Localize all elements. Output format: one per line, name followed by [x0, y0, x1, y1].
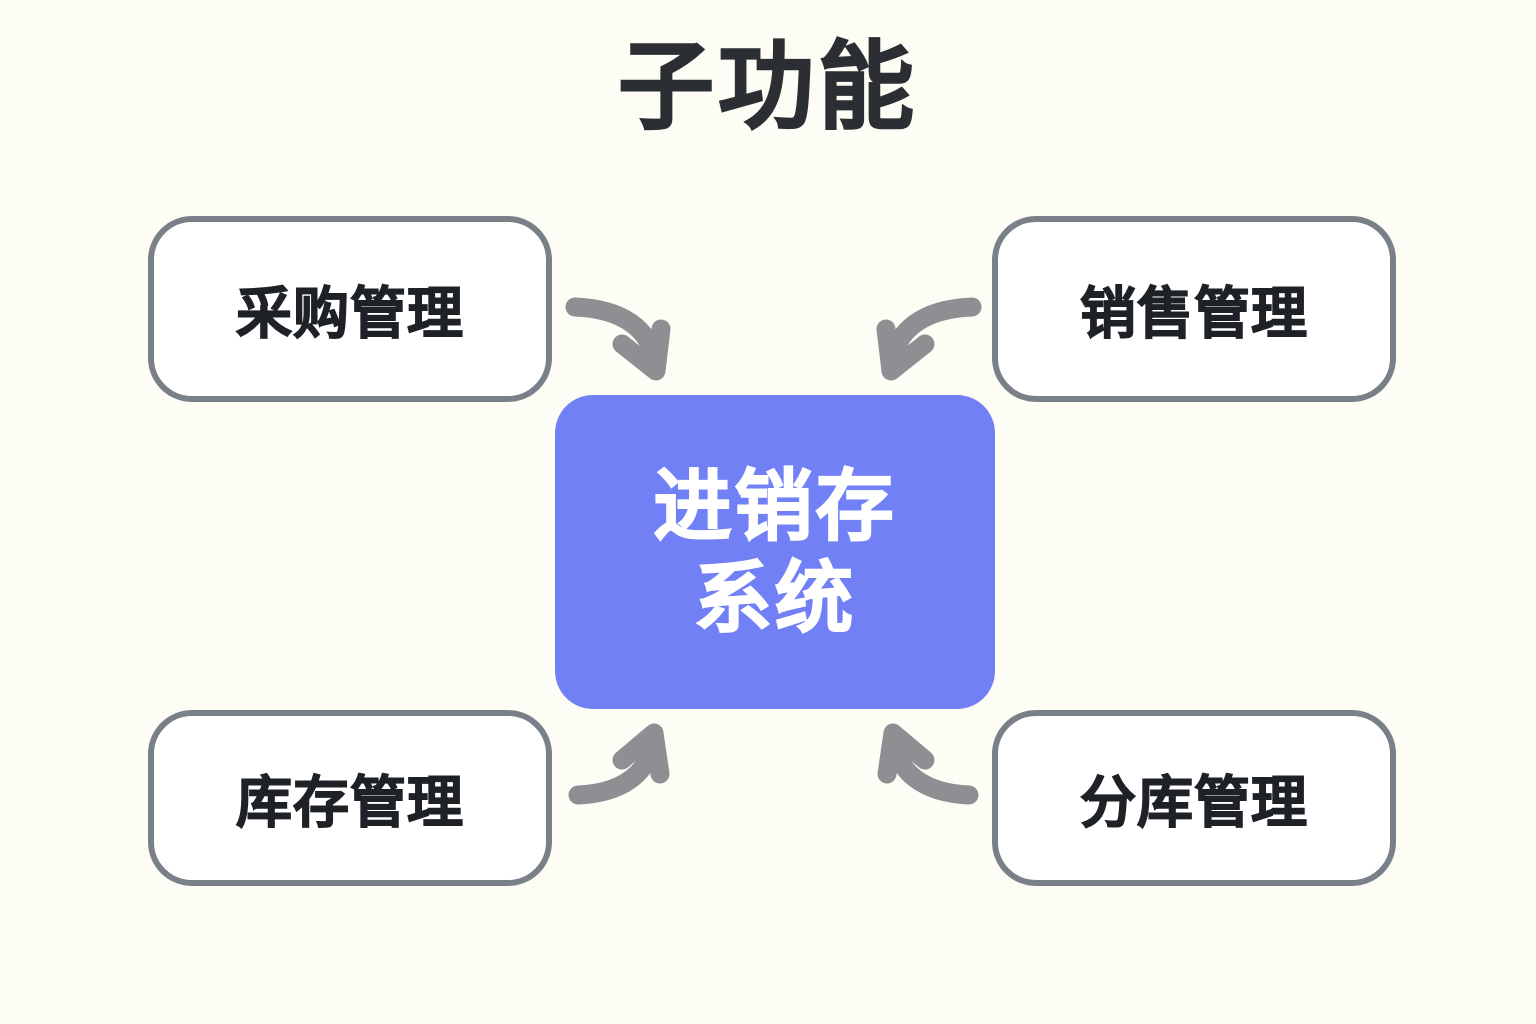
node-inventory-label: 库存管理	[235, 770, 464, 834]
page-title: 子功能	[617, 33, 918, 141]
node-sales[interactable]: 销售管理	[992, 216, 1396, 402]
arrow-sales-to-hub	[876, 297, 982, 381]
hub-label-line2: 系统	[693, 553, 856, 643]
node-warehouse-label: 分库管理	[1079, 770, 1308, 834]
node-inventory[interactable]: 库存管理	[148, 710, 552, 886]
arrow-inventory-to-hub	[568, 723, 670, 805]
node-warehouse[interactable]: 分库管理	[992, 710, 1396, 886]
node-sales-label: 销售管理	[1079, 281, 1308, 345]
node-hub-center[interactable]: 进销存 系统	[555, 395, 995, 709]
node-purchase-label: 采购管理	[235, 281, 464, 345]
hub-label-line1: 进销存	[653, 461, 897, 551]
node-purchase[interactable]: 采购管理	[148, 216, 552, 402]
arrow-purchase-to-hub	[565, 297, 671, 381]
arrow-warehouse-to-hub	[877, 723, 979, 805]
